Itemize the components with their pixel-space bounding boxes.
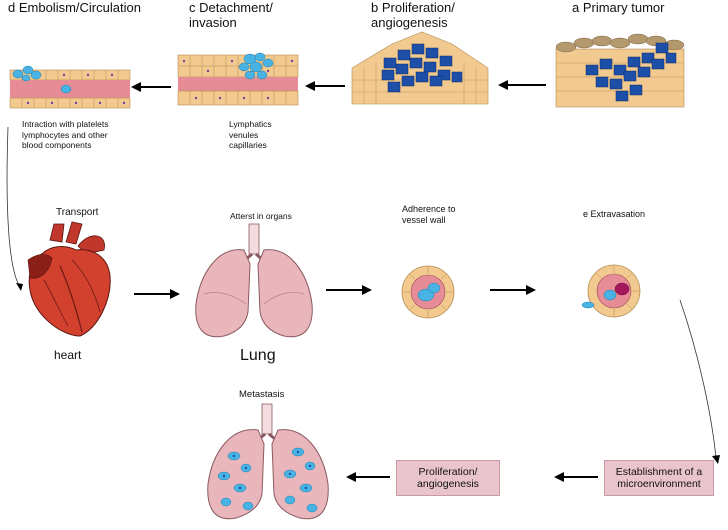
heart-illustration [27, 221, 111, 337]
interaction-note-line: blood components [22, 140, 92, 150]
arrow-b-to-c [305, 81, 345, 91]
stage-b-title-line1: b Proliferation/ [371, 0, 455, 15]
establishment-line: microenvironment [617, 478, 701, 490]
lung-illustration [195, 223, 313, 338]
stage-c-title-line2: invasion [189, 15, 237, 30]
lung-label: Lung [240, 347, 276, 364]
connector-d-to-heart [6, 126, 23, 291]
adherence-label: Adherence to vessel wall [402, 204, 456, 226]
stage-a-title: a Primary tumor [572, 0, 665, 15]
stage-b-title-line2: angiogenesis [371, 15, 448, 30]
establishment-line: Establishment of a [615, 466, 703, 478]
invasion-tissue-illustration [177, 52, 299, 106]
arrow-establishment-to-proliferation [554, 472, 598, 482]
stage-d-title: d Embolism/Circulation [8, 0, 141, 15]
proliferation-line: Proliferation/ [418, 466, 478, 478]
vessels-note-line: Lymphatics [229, 119, 272, 129]
metastasis-label: Metastasis [239, 389, 285, 400]
metastatic-lung-illustration [207, 403, 329, 520]
adherence-vessel-illustration [401, 265, 455, 319]
proliferation-box: Proliferation/ angiogenesis [396, 460, 500, 496]
connector-extravasation-to-establishment [679, 299, 720, 464]
embolism-tissue-illustration [9, 65, 131, 109]
extravasation-label: e Extravasation [583, 209, 646, 219]
interaction-note-line: lymphocytes and other [22, 129, 108, 140]
arrow-a-to-b [498, 80, 546, 90]
extravasation-vessel-illustration [581, 264, 641, 318]
transport-label: Transport [56, 207, 99, 218]
primary-tumor-illustration [555, 33, 685, 108]
interaction-note: Intraction with platelets lymphocytes an… [22, 119, 108, 151]
establishment-box: Establishment of a microenvironment [604, 460, 714, 496]
arrest-label: Atterst in organs [230, 211, 292, 221]
proliferation-tissue-illustration [351, 31, 489, 105]
arrow-c-to-d [131, 82, 171, 92]
heart-label: heart [54, 348, 82, 362]
arrow-proliferation-to-metastasis [346, 472, 390, 482]
arrow-lung-to-adherence [326, 285, 372, 295]
adherence-label-line: Adherence to [402, 204, 456, 214]
arrow-heart-to-lung [134, 289, 180, 299]
vessels-note: Lymphatics venules capillaries [229, 119, 272, 151]
adherence-label-line: vessel wall [402, 215, 446, 225]
vessels-note-line: venules [229, 129, 259, 140]
proliferation-line: angiogenesis [417, 478, 479, 490]
interaction-note-line: Intraction with platelets [22, 119, 109, 129]
arrow-adherence-to-extravasation [490, 285, 536, 295]
stage-c-title-line1: c Detachment/ [189, 0, 273, 15]
vessels-note-line: capillaries [229, 140, 267, 150]
